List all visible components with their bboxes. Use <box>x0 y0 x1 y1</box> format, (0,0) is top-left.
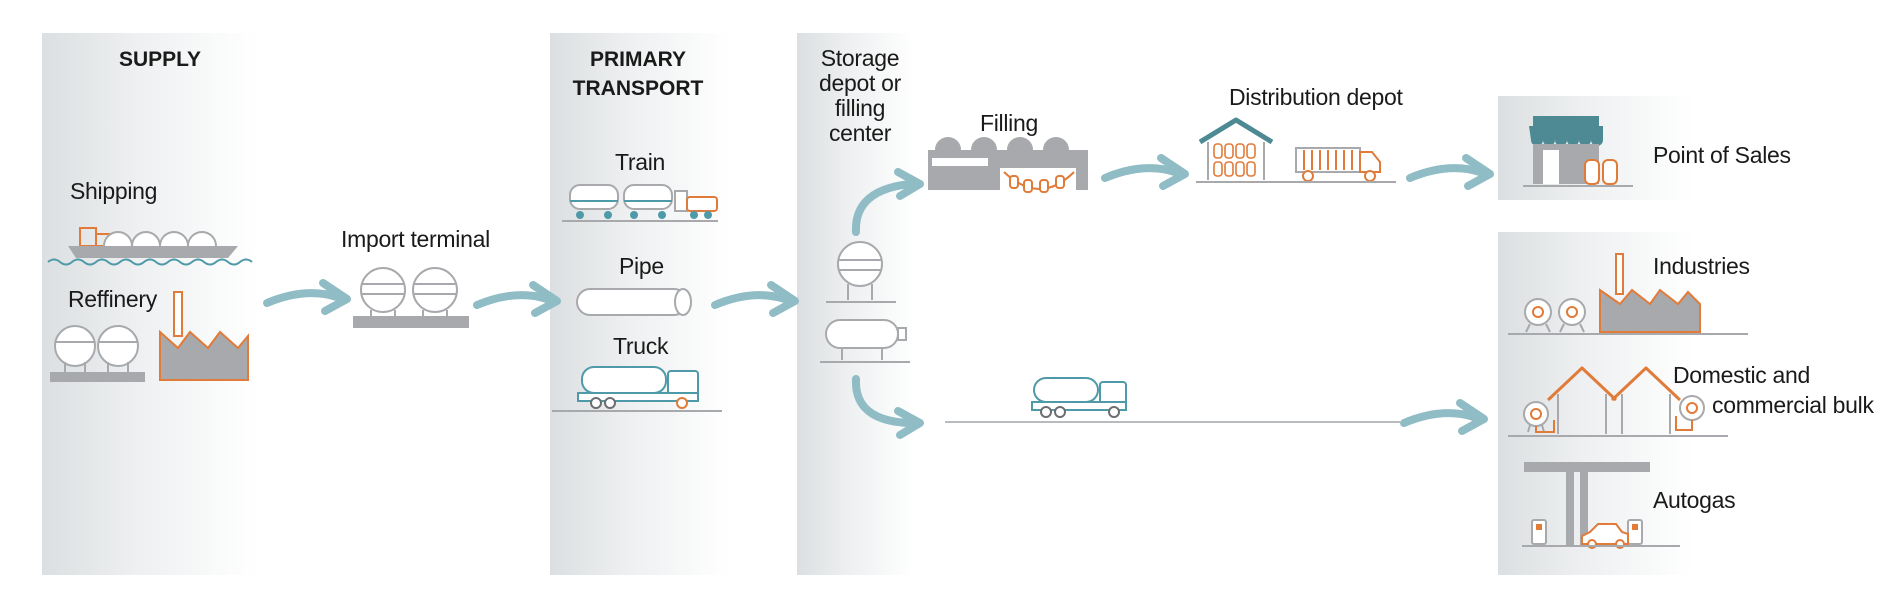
refinery-icon <box>50 291 249 382</box>
bulk-truck-icon <box>1031 377 1127 418</box>
distribution-depot-icon <box>1196 117 1396 183</box>
storage-header-line3: filling <box>834 95 886 121</box>
arrow-bulk-to-end-users <box>1400 399 1488 435</box>
arrow-transport-to-storage <box>711 281 799 317</box>
autogas-station-icon <box>1522 462 1680 549</box>
arrow-distribution-to-sales <box>1406 154 1494 190</box>
shipping-label: Shipping <box>70 178 158 204</box>
arrow-terminal-to-transport <box>473 281 561 317</box>
autogas-label: Autogas <box>1653 487 1736 513</box>
supply-header: SUPPLY <box>118 48 202 71</box>
supply-panel <box>42 33 257 575</box>
storage-header-line2: depot or <box>819 70 901 96</box>
truck-label: Truck <box>613 333 669 359</box>
arrow-supply-to-terminal <box>263 279 351 315</box>
primary-transport-header-line1: PRIMARY <box>589 48 687 71</box>
filling-plant-icon <box>928 137 1088 194</box>
pipe-label: Pipe <box>619 253 664 279</box>
ship-icon <box>47 227 253 266</box>
storage-panel <box>797 33 915 575</box>
import-terminal-icon <box>353 267 469 328</box>
storage-header-line1: Storage <box>820 45 900 71</box>
primary-transport-header-line2: TRANSPORT <box>572 77 704 100</box>
train-icon <box>562 184 718 222</box>
tanker-truck-icon <box>552 366 722 412</box>
filling-label: Filling <box>980 110 1038 136</box>
distribution-depot-label: Distribution depot <box>1229 84 1403 110</box>
industry-icon <box>1508 253 1748 335</box>
storage-tank-icon <box>820 319 910 363</box>
storage-sphere-icon <box>826 241 896 303</box>
primary-transport-header: PRIMARY TRANSPORT <box>548 45 728 103</box>
shop-icon <box>1523 116 1633 187</box>
arrow-storage-to-filling <box>851 168 924 236</box>
train-label: Train <box>615 149 666 175</box>
pipe-icon <box>576 288 692 316</box>
domestic-label-line1: Domestic and <box>1673 362 1811 388</box>
bulk-route-line <box>945 421 1400 423</box>
industries-label: Industries <box>1653 253 1750 279</box>
arrow-filling-to-distribution <box>1101 154 1189 190</box>
import-terminal-label: Import terminal <box>341 226 490 252</box>
point-of-sales-label: Point of Sales <box>1653 142 1791 168</box>
storage-header-line4: center <box>828 120 892 146</box>
arrow-storage-to-bulk-truck <box>851 375 924 439</box>
storage-header: Storage depot or filling center <box>805 46 915 146</box>
domestic-houses-icon <box>1508 366 1728 437</box>
refinery-label: Reffinery <box>68 286 157 312</box>
domestic-label-line2: commercial bulk <box>1712 392 1874 418</box>
